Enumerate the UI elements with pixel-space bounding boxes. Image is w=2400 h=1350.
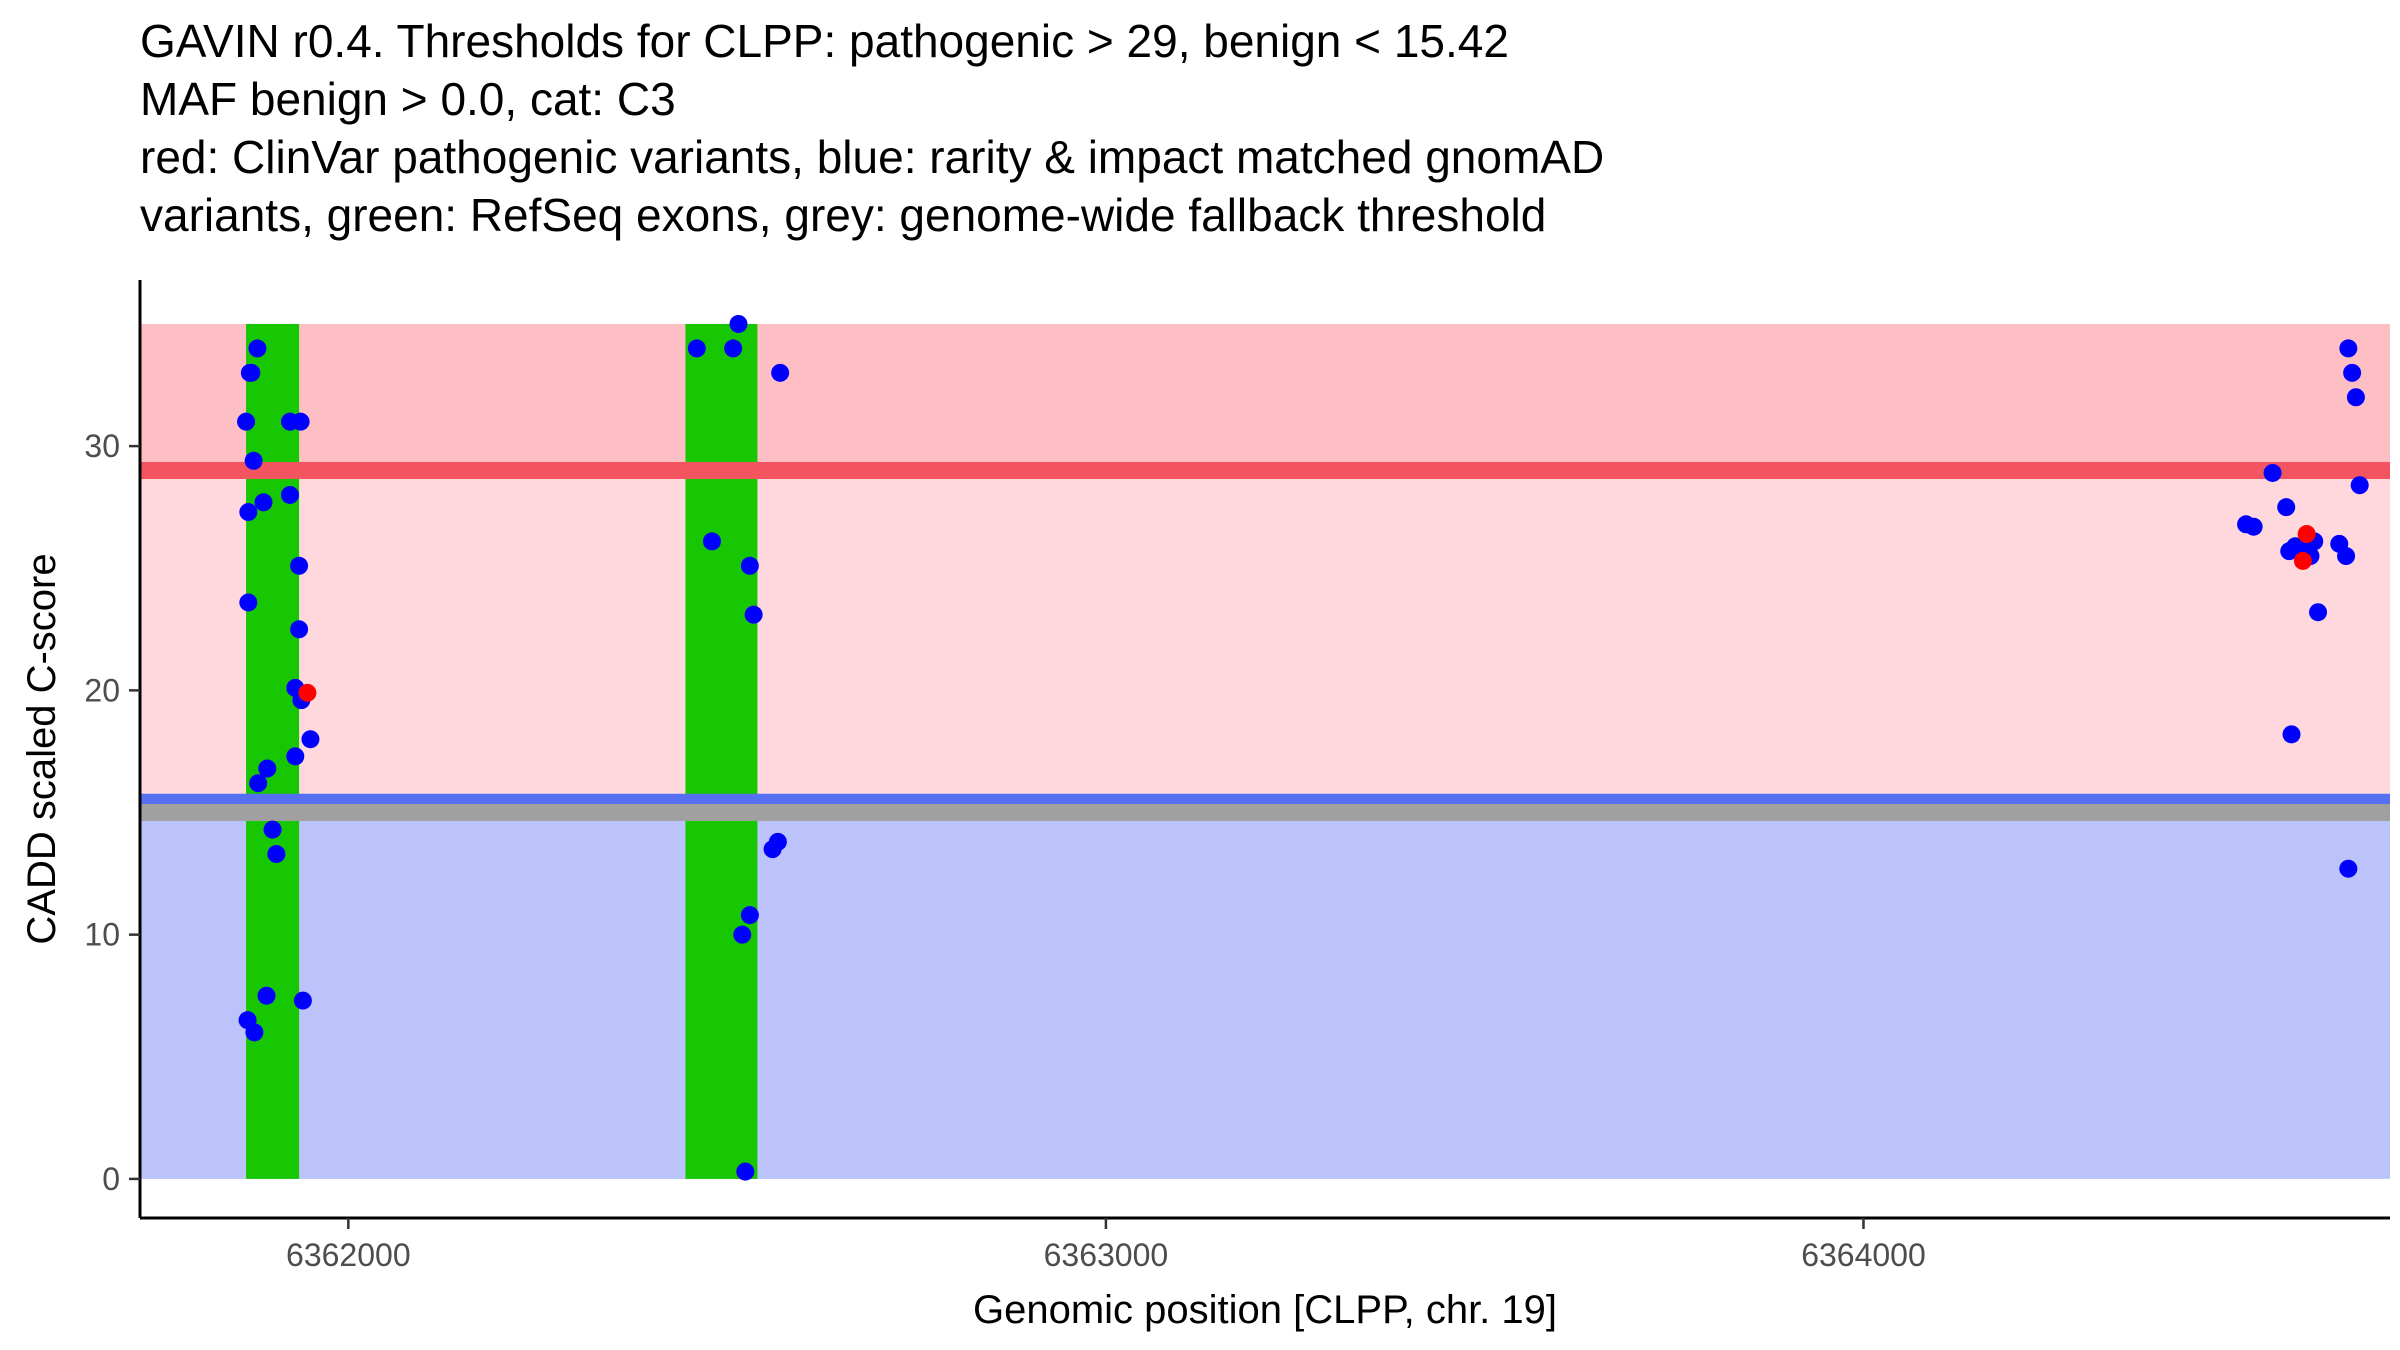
x-axis-label: Genomic position [CLPP, chr. 19] xyxy=(973,1288,1557,1332)
gnomad-point xyxy=(2339,859,2358,878)
threshold-lines xyxy=(140,462,2390,822)
gnomad-point xyxy=(301,730,320,749)
exon-bar-1 xyxy=(685,323,758,1179)
gnomad-point xyxy=(248,339,267,358)
axes xyxy=(138,280,2390,1220)
x-tick-label: 6364000 xyxy=(1801,1237,1926,1273)
gnomad-point xyxy=(249,774,268,793)
gnomad-point xyxy=(771,363,790,382)
gnomad-point xyxy=(702,532,721,551)
gnomad-point xyxy=(740,556,759,575)
threshold-zones xyxy=(140,323,2390,1179)
gnomad-point xyxy=(245,1023,264,1042)
gnomad-point xyxy=(736,1162,755,1181)
gnomad-point xyxy=(267,845,286,864)
y-tick-label: 20 xyxy=(84,672,120,708)
gnomad-point xyxy=(2277,498,2296,517)
axis-ticks: 6362000 6363000 6364000 0 10 20 30 xyxy=(84,428,1925,1273)
gnomad-point xyxy=(286,747,305,766)
gnomad-point xyxy=(281,485,299,504)
title-line-4: variants, green: RefSeq exons, grey: gen… xyxy=(140,189,1547,241)
gnomad-point xyxy=(2263,463,2282,482)
clinvar-point xyxy=(298,683,317,702)
gnomad-point xyxy=(687,339,706,358)
gnomad-point xyxy=(2280,542,2299,561)
gnomad-point xyxy=(2309,603,2328,622)
gnomad-point xyxy=(744,605,763,624)
y-tick-label: 30 xyxy=(84,428,120,464)
gnomad-point xyxy=(291,412,310,431)
gnomad-point xyxy=(244,451,263,470)
title-line-2: MAF benign > 0.0, cat: C3 xyxy=(140,73,676,125)
gnomad-point xyxy=(290,556,309,575)
gnomad-point xyxy=(254,493,273,512)
title-line-1: GAVIN r0.4. Thresholds for CLPP: pathoge… xyxy=(140,15,1509,67)
gnomad-point xyxy=(2346,388,2365,407)
gnomad-point xyxy=(2339,339,2358,358)
gnomad-point xyxy=(740,906,759,925)
gnomad-point xyxy=(239,593,258,612)
gnomad-point xyxy=(2282,725,2301,744)
x-tick-label: 6363000 xyxy=(1044,1237,1169,1273)
gnomad-point xyxy=(2343,363,2362,382)
clinvar-point xyxy=(2297,525,2316,544)
gnomad-point xyxy=(239,503,258,522)
gnomad-point xyxy=(257,986,276,1005)
zone-band-0 xyxy=(140,323,2390,471)
gnomad-point xyxy=(724,339,743,358)
data-points xyxy=(237,314,2369,1181)
zone-band-1 xyxy=(140,470,2390,803)
clinvar-point xyxy=(2293,551,2312,570)
title-line-3: red: ClinVar pathogenic variants, blue: … xyxy=(140,131,1605,183)
zone-band-2 xyxy=(140,802,2390,1179)
gnomad-point xyxy=(729,314,748,333)
gnomad-point xyxy=(733,925,752,944)
gnomad-point xyxy=(258,759,277,778)
gnomad-point xyxy=(290,620,309,639)
y-axis-label: CADD scaled C-score xyxy=(20,553,64,944)
gnomad-point xyxy=(237,412,256,431)
y-tick-label: 0 xyxy=(102,1161,120,1197)
gnomad-point xyxy=(240,363,259,382)
x-tick-label: 6362000 xyxy=(286,1237,411,1273)
y-tick-label: 10 xyxy=(84,917,120,953)
gnomad-point xyxy=(2237,515,2256,534)
chart-title: GAVIN r0.4. Thresholds for CLPP: pathoge… xyxy=(140,12,1604,244)
gnomad-point xyxy=(2350,476,2369,495)
gnomad-point xyxy=(768,832,787,851)
gnomad-point xyxy=(2330,534,2349,553)
gnomad-point xyxy=(293,991,312,1010)
gnomad-point xyxy=(263,820,282,839)
